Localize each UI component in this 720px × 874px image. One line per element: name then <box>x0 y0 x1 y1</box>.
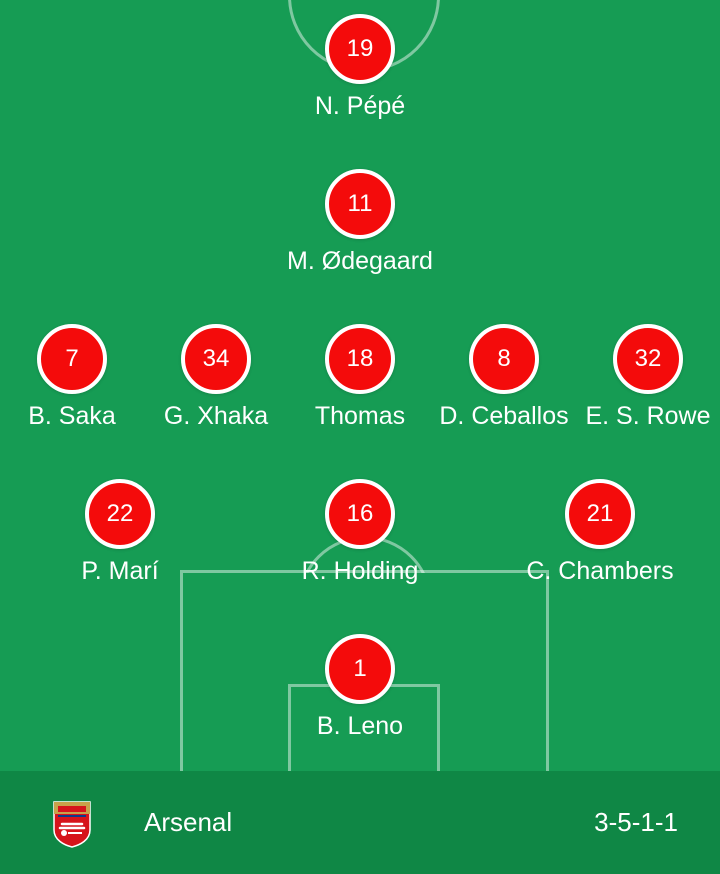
pitch: 19 N. Pépé 11 M. Ødegaard 7 B. Saka 34 G… <box>0 0 720 771</box>
player-name: N. Pépé <box>314 92 406 120</box>
team-footer: Arsenal 3-5-1-1 <box>0 771 720 874</box>
arsenal-crest-icon <box>53 801 91 848</box>
player-name: G. Xhaka <box>163 402 269 430</box>
player-card[interactable]: 18 Thomas <box>280 324 440 431</box>
formation-label: 3-5-1-1 <box>594 807 678 837</box>
player-card[interactable]: 19 N. Pépé <box>280 14 440 121</box>
shirt-number: 11 <box>325 169 395 239</box>
shirt-number: 32 <box>613 324 683 394</box>
player-card[interactable]: 8 D. Ceballos <box>424 324 584 431</box>
player-card[interactable]: 16 R. Holding <box>280 479 440 586</box>
player-name: R. Holding <box>301 557 419 585</box>
shirt-number: 22 <box>85 479 155 549</box>
player-card[interactable]: 21 C. Chambers <box>520 479 680 586</box>
team-name: Arsenal <box>144 807 233 837</box>
player-card[interactable]: 11 M. Ødegaard <box>280 169 440 276</box>
player-name: D. Ceballos <box>439 402 569 430</box>
shirt-number: 19 <box>325 14 395 84</box>
player-card[interactable]: 1 B. Leno <box>280 634 440 741</box>
player-name: M. Ødegaard <box>287 247 433 275</box>
player-card[interactable]: 22 P. Marí <box>40 479 200 586</box>
shirt-number: 7 <box>37 324 107 394</box>
player-card[interactable]: 7 B. Saka <box>0 324 152 431</box>
player-name: P. Marí <box>81 557 159 585</box>
shirt-number: 1 <box>325 634 395 704</box>
player-name: B. Leno <box>316 712 404 740</box>
shirt-number: 18 <box>325 324 395 394</box>
player-card[interactable]: 34 G. Xhaka <box>136 324 296 431</box>
player-name: Thomas <box>314 402 406 430</box>
shirt-number: 34 <box>181 324 251 394</box>
shirt-number: 16 <box>325 479 395 549</box>
player-name: E. S. Rowe <box>585 402 711 430</box>
player-name: B. Saka <box>28 402 116 430</box>
player-card[interactable]: 32 E. S. Rowe <box>568 324 720 431</box>
player-name: C. Chambers <box>526 557 674 585</box>
shirt-number: 21 <box>565 479 635 549</box>
shirt-number: 8 <box>469 324 539 394</box>
